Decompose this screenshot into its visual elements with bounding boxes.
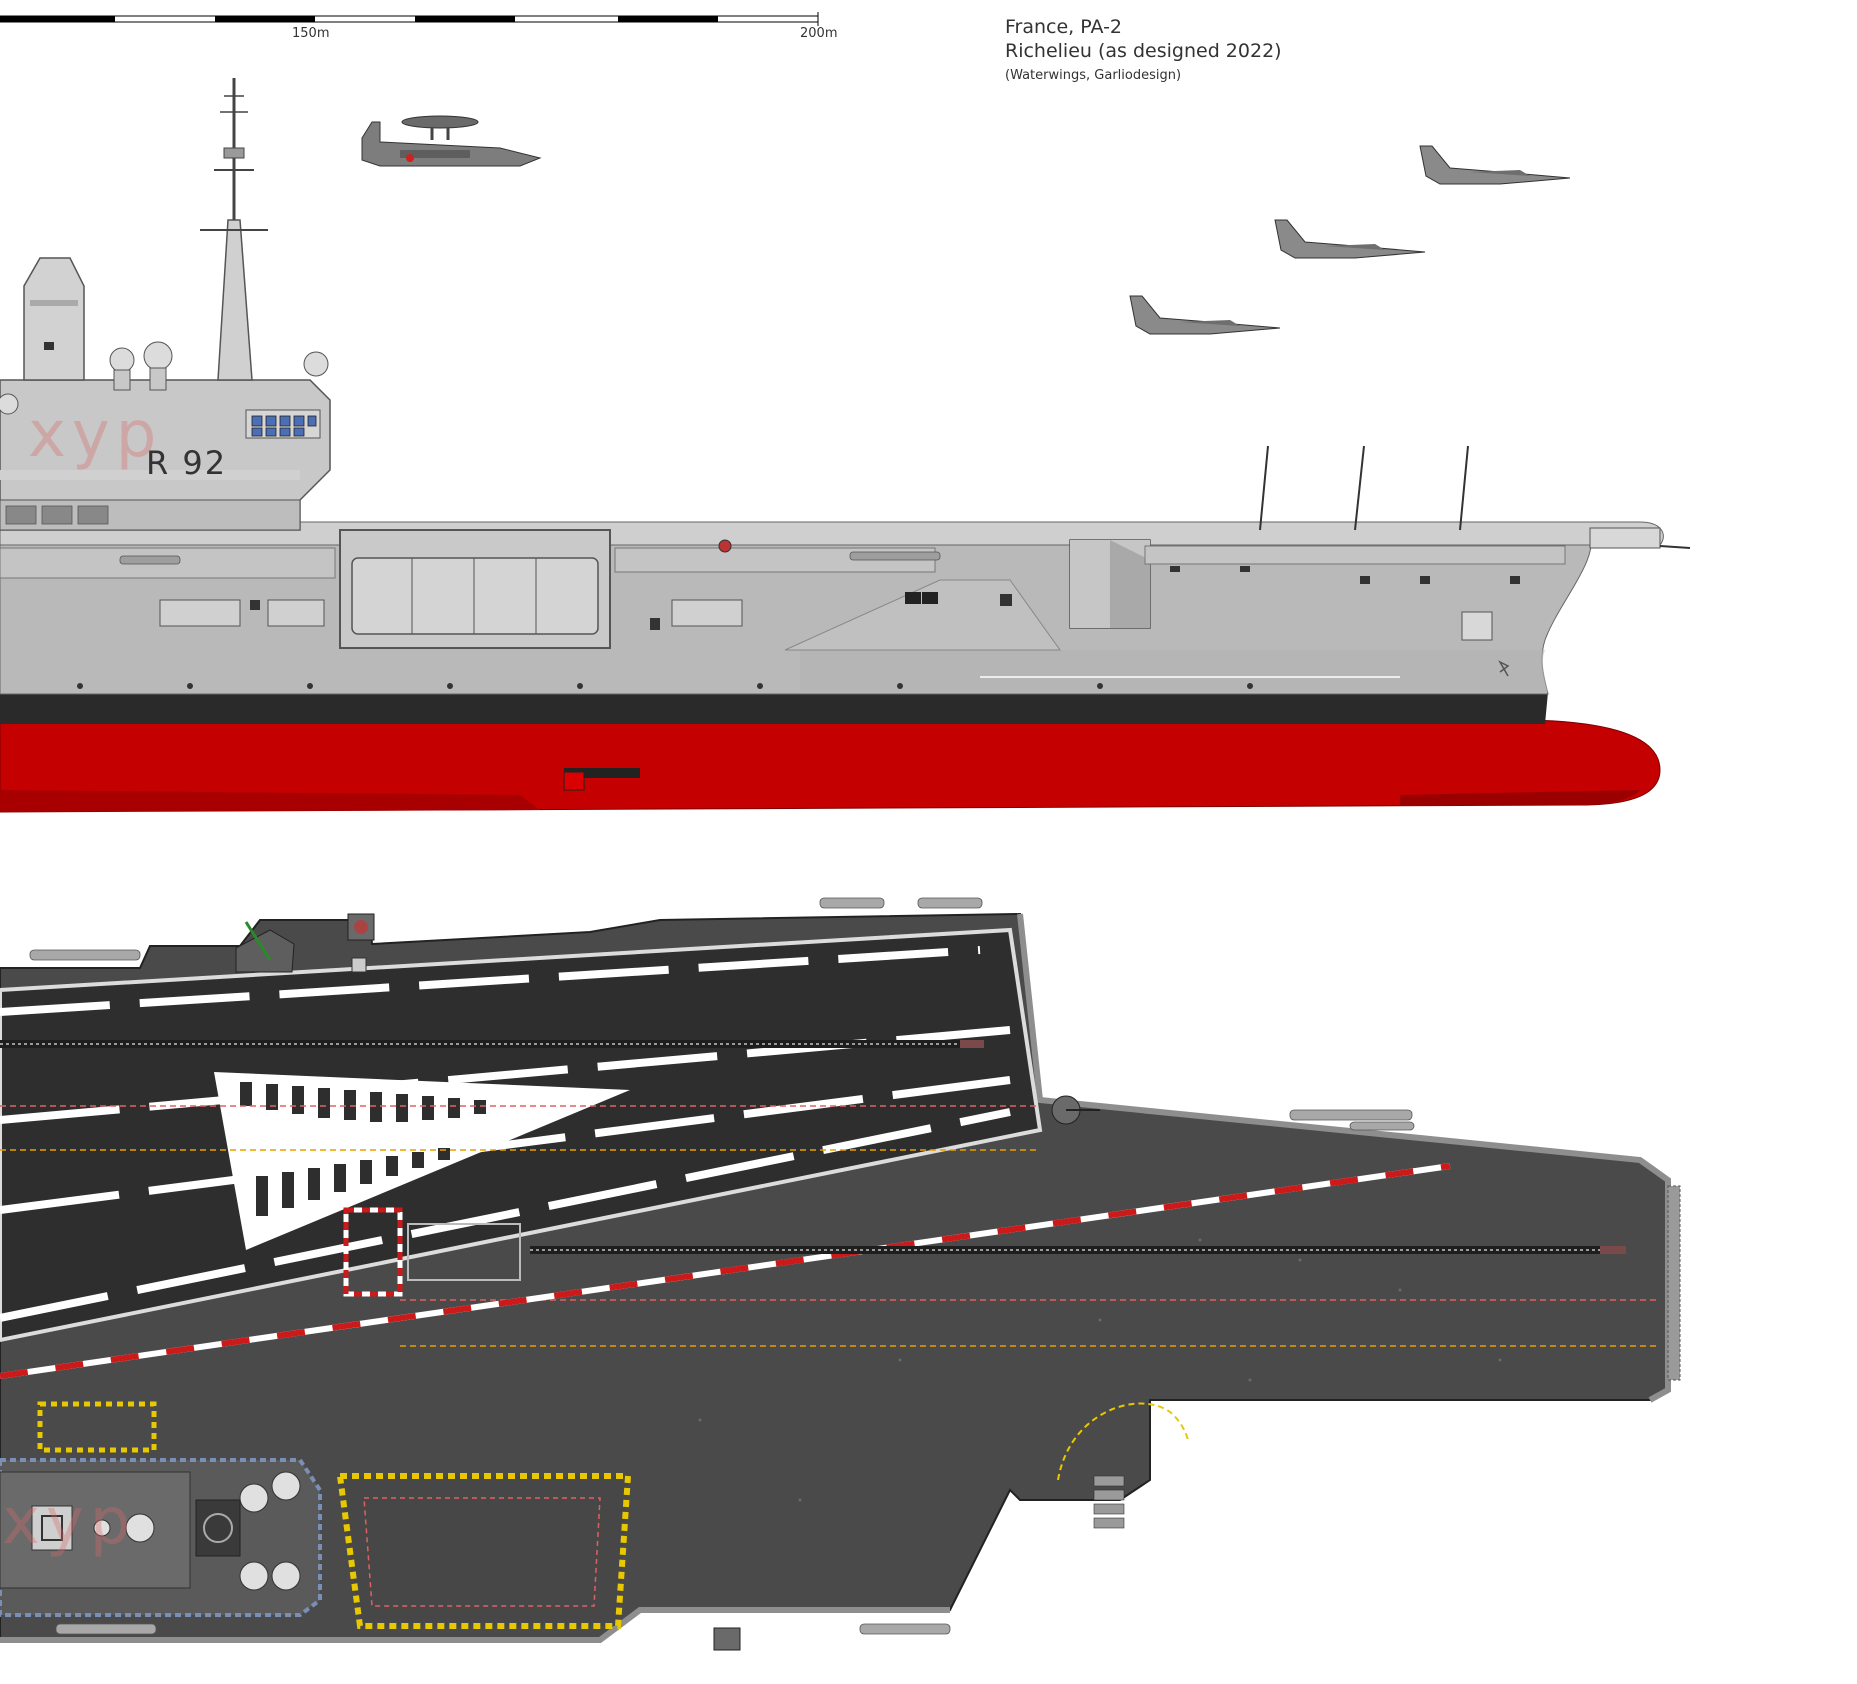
bridge-windows	[251, 415, 317, 437]
hawkeye-aircraft	[361, 115, 542, 167]
aft-elevator	[336, 1473, 632, 1629]
scale-bar	[0, 12, 819, 26]
scale-label-150m: 150m	[292, 26, 330, 41]
rafale-aircraft-2	[1274, 219, 1426, 259]
rafale-aircraft-1	[1419, 145, 1571, 185]
watermark-profile: xyp	[28, 398, 163, 472]
watermark-plan: xyp	[2, 1485, 137, 1559]
underwater-hull	[0, 719, 1661, 813]
scale-label-200m: 200m	[800, 26, 838, 41]
plan-view	[0, 897, 1681, 1651]
pennant-number: R 92	[146, 444, 227, 482]
main-mast	[217, 219, 253, 381]
profile-view	[0, 78, 1691, 813]
caption-ship-name: Richelieu (as designed 2022)	[1005, 40, 1282, 62]
landing-zone-stripes	[240, 1082, 486, 1216]
hull-fittings	[77, 566, 1520, 689]
caption-credit: (Waterwings, Garliodesign)	[1005, 68, 1182, 83]
caption-country-class: France, PA-2	[1005, 16, 1123, 38]
rafale-aircraft-3	[1129, 295, 1281, 335]
boot-topping	[0, 692, 1548, 724]
deck-edge-liferafts	[29, 897, 1415, 1635]
